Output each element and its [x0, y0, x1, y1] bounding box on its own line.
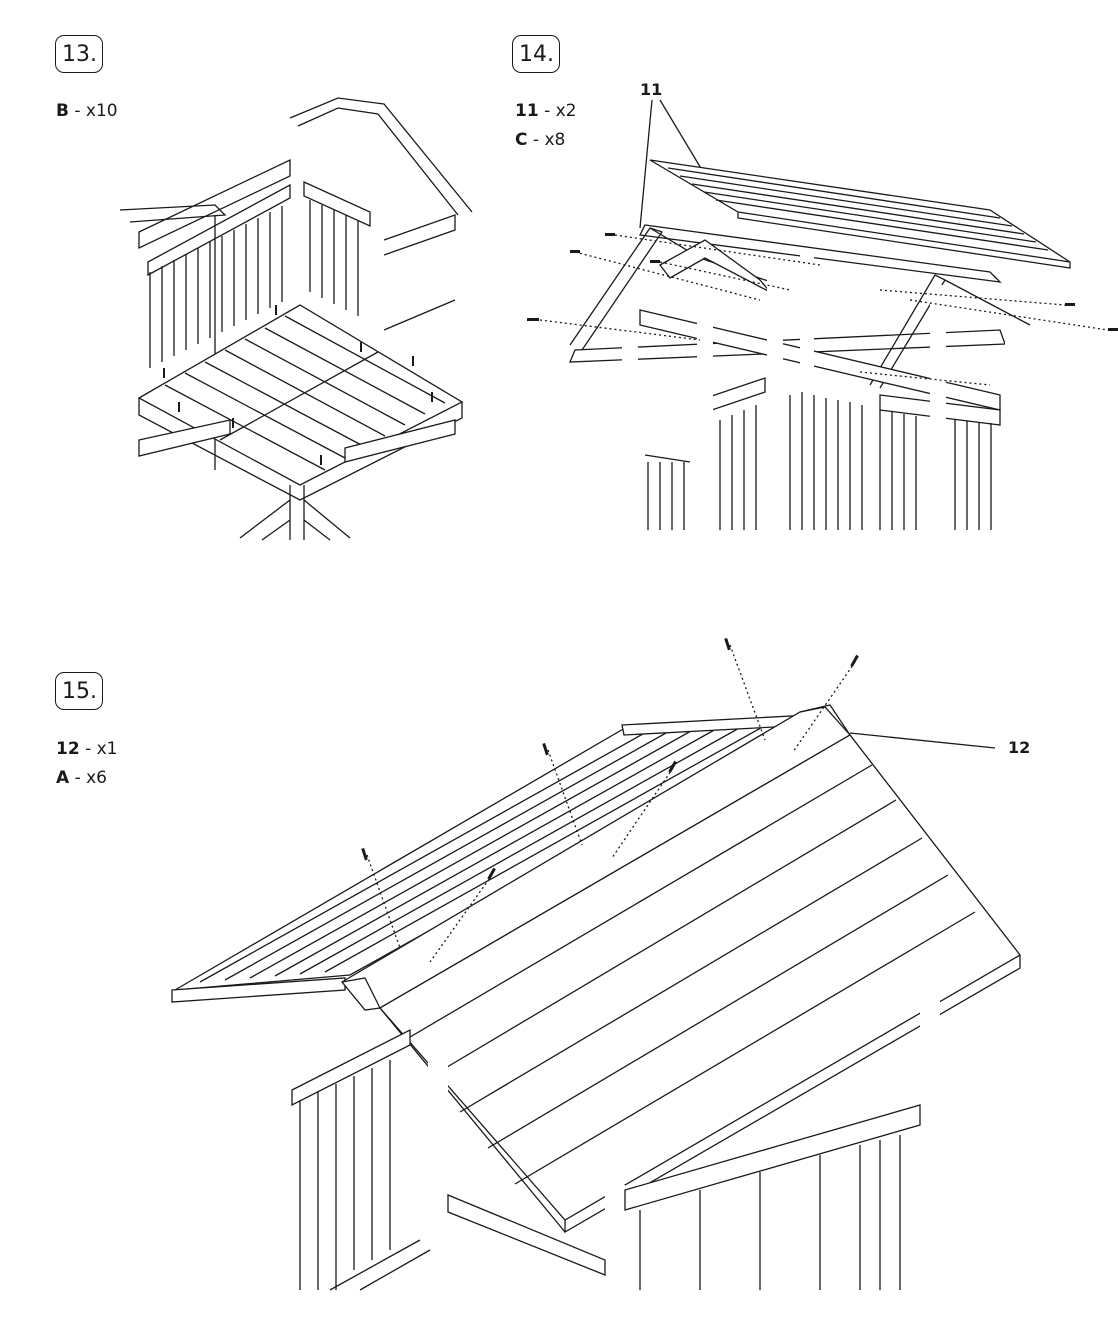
step-15-callout: 12: [1008, 738, 1031, 757]
step-15-badge: 15.: [55, 672, 103, 710]
step-14-callout: 11: [640, 80, 663, 99]
step-13-parts: B - x10: [56, 97, 118, 126]
step-14-number: 14.: [519, 42, 554, 67]
step-14-part-11: 11 - x2: [515, 101, 577, 121]
step-13-number: 13.: [62, 42, 97, 67]
step-15-part-12: 12 - x1: [56, 739, 118, 759]
step-15-number: 15.: [62, 679, 97, 704]
step-14-badge: 14.: [512, 35, 560, 73]
step-15-parts: 12 - x1 A - x6: [56, 735, 118, 793]
step-14-part-c: C - x8: [515, 130, 566, 150]
step-15-part-a: A - x6: [56, 768, 108, 788]
step-13-part-b: B - x10: [56, 101, 118, 121]
step-13-badge: 13.: [55, 35, 103, 73]
step-14-parts: 11 - x2 C - x8: [515, 97, 577, 155]
